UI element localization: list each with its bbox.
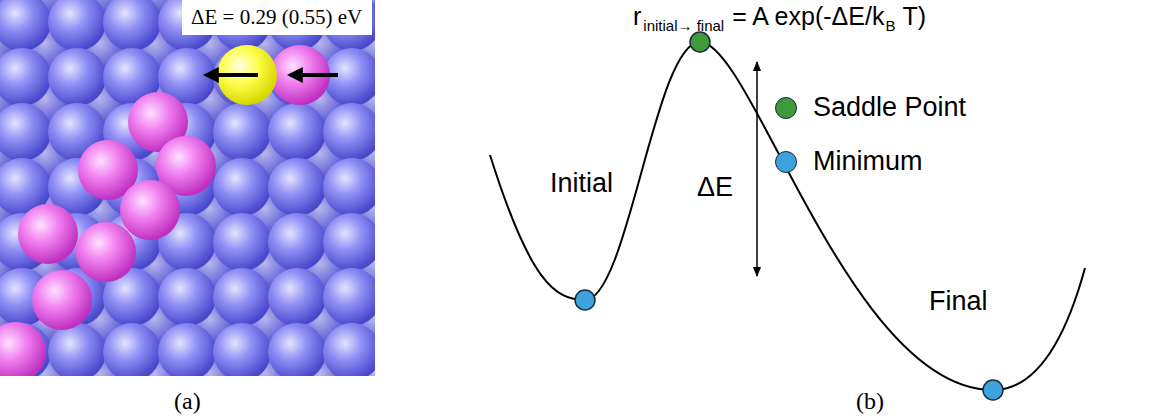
barrier-label: ΔE	[697, 172, 733, 203]
surface-atom	[268, 213, 326, 271]
adatom	[0, 322, 46, 376]
surface-atom	[213, 268, 271, 326]
surface-atom	[213, 158, 271, 216]
adatom	[120, 180, 180, 240]
surface-atom	[158, 323, 216, 376]
hop-arrow	[290, 73, 338, 77]
surface-atom	[323, 323, 375, 376]
surface-atom	[323, 103, 375, 161]
surface-atom	[0, 103, 51, 161]
adatom	[76, 222, 136, 282]
atom-surface	[0, 0, 375, 376]
legend-row: Minimum	[775, 146, 923, 177]
state-label: Final	[929, 286, 988, 317]
barrier-arrow	[756, 62, 758, 276]
surface-atom	[0, 0, 51, 51]
surface-atom	[103, 323, 161, 376]
surface-atom	[268, 103, 326, 161]
surface-atom	[323, 213, 375, 271]
surface-atom	[268, 268, 326, 326]
energy-curve	[490, 42, 1085, 390]
rate-formula: rinitial→ final = A exp(-ΔE/kB T)	[633, 2, 926, 31]
formula-text: T)	[902, 2, 926, 31]
surface-atom	[0, 48, 51, 106]
surface-atom	[323, 268, 375, 326]
legend-swatch	[775, 97, 797, 119]
surface-atom	[48, 323, 106, 376]
state-label: Initial	[550, 168, 613, 199]
formula-text: r	[633, 2, 641, 31]
surface-atom	[268, 158, 326, 216]
surface-atom	[103, 0, 161, 51]
energy-text: ΔE = 0.29 (0.55) eV	[191, 5, 363, 30]
adatom	[32, 270, 92, 330]
panel-label: (a)	[174, 388, 201, 416]
surface-atom	[158, 268, 216, 326]
surface-atom	[213, 103, 271, 161]
adatom	[18, 204, 78, 264]
surface-atom	[323, 158, 375, 216]
surface-atom	[268, 323, 326, 376]
surface-atom	[213, 323, 271, 376]
formula-text: = A exp(-ΔE/k	[732, 2, 884, 31]
surface-atom	[213, 213, 271, 271]
surface-atom	[48, 48, 106, 106]
legend-text: Minimum	[813, 146, 923, 177]
hop-arrow	[206, 73, 258, 77]
surface-atom	[48, 0, 106, 51]
formula-subscript: B	[885, 17, 895, 34]
panel-label: (b)	[856, 388, 884, 416]
minimum-dot	[575, 290, 595, 310]
legend-text: Saddle Point	[813, 92, 966, 123]
energy-box: ΔE = 0.29 (0.55) eV	[182, 0, 372, 35]
legend-swatch	[775, 151, 797, 173]
saddle-dot	[690, 32, 710, 52]
minimum-dot	[983, 380, 1003, 400]
legend-row: Saddle Point	[775, 92, 966, 123]
formula-subscript: initial→ final	[643, 17, 724, 34]
